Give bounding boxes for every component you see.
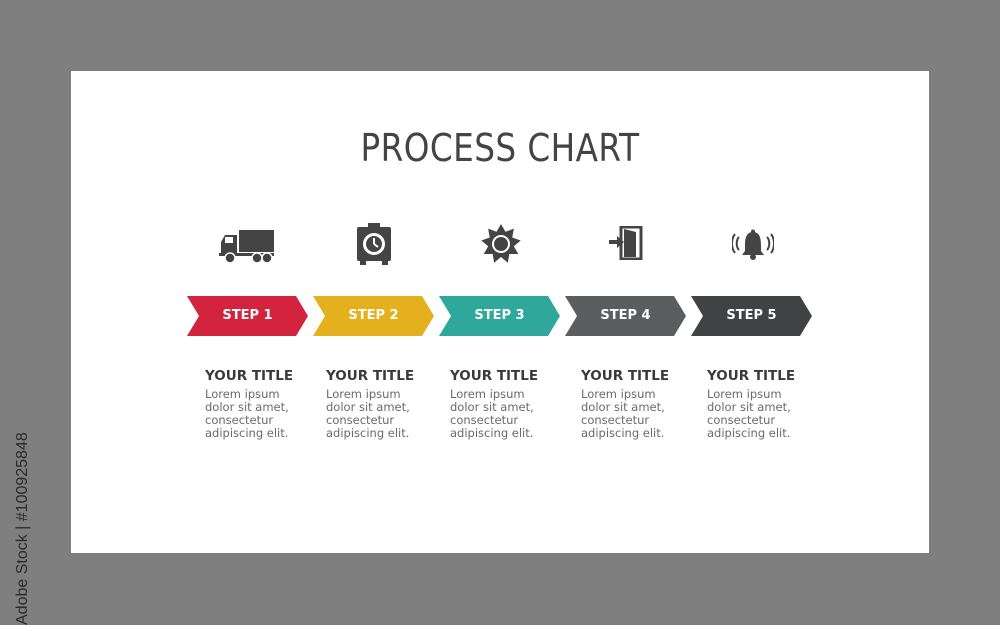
- step-3-title: YOUR TITLE: [450, 368, 539, 384]
- step-1-title: YOUR TITLE: [205, 368, 294, 384]
- page-title: PROCESS CHART: [360, 126, 640, 170]
- step-3-text-block: YOUR TITLE Lorem ipsum dolor sit amet, c…: [450, 368, 570, 440]
- step-1-arrow-shape: [187, 296, 308, 336]
- step-1-text-block: YOUR TITLE Lorem ipsum dolor sit amet, c…: [205, 368, 325, 440]
- side-credit-text: Adobe Stock | #100925848: [14, 432, 31, 625]
- step-4-arrow: STEP 4: [565, 296, 686, 336]
- bell-icon: [732, 229, 774, 261]
- step-3-arrow: STEP 3: [439, 296, 560, 336]
- step-4-title: YOUR TITLE: [581, 368, 670, 384]
- step-3-label: STEP 3: [474, 308, 525, 323]
- step-5-body: Lorem ipsum dolor sit amet, consectetur …: [707, 387, 791, 440]
- step-5-arrow-shape: [691, 296, 812, 336]
- step-2-label: STEP 2: [348, 308, 399, 323]
- badge-icon: [480, 223, 522, 265]
- truck-icon: [219, 228, 275, 264]
- step-4-text-block: YOUR TITLE Lorem ipsum dolor sit amet, c…: [581, 368, 701, 440]
- step-1-arrow: STEP 1: [187, 296, 308, 336]
- step-5-label: STEP 5: [726, 308, 777, 323]
- safe-icon: [356, 223, 392, 265]
- step-2-title: YOUR TITLE: [326, 368, 415, 384]
- step-2-arrow: STEP 2: [313, 296, 434, 336]
- step-1-label: STEP 1: [222, 308, 273, 323]
- step-5-text-block: YOUR TITLE Lorem ipsum dolor sit amet, c…: [707, 368, 827, 440]
- step-3-body: Lorem ipsum dolor sit amet, consectetur …: [450, 387, 534, 440]
- step-2-arrow-shape: [313, 296, 434, 336]
- step-1-body: Lorem ipsum dolor sit amet, consectetur …: [205, 387, 289, 440]
- step-2-text-block: YOUR TITLE Lorem ipsum dolor sit amet, c…: [326, 368, 446, 440]
- step-4-label: STEP 4: [600, 308, 651, 323]
- step-3-arrow-shape: [439, 296, 560, 336]
- step-5-arrow: STEP 5: [691, 296, 812, 336]
- exit-door-icon: [609, 226, 643, 260]
- step-2-body: Lorem ipsum dolor sit amet, consectetur …: [326, 387, 410, 440]
- step-4-body: Lorem ipsum dolor sit amet, consectetur …: [581, 387, 665, 440]
- step-5-title: YOUR TITLE: [707, 368, 796, 384]
- step-4-arrow-shape: [565, 296, 686, 336]
